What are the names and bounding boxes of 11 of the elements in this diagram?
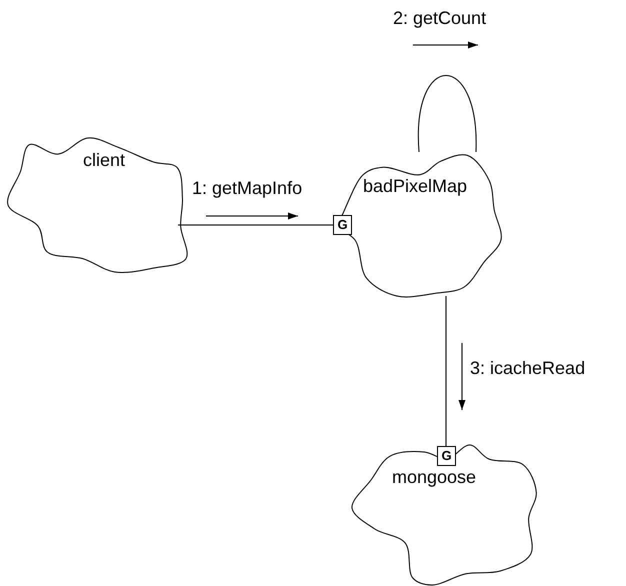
message-label: 2: getCount [393, 8, 486, 29]
connector [418, 75, 476, 152]
adornment-marker: G [437, 446, 456, 466]
object-cloud [8, 138, 186, 272]
connector [178, 224, 334, 226]
object-name: badPixelMap [363, 176, 468, 197]
message-label: 3: icacheRead [470, 358, 586, 379]
object-name: client [83, 150, 126, 171]
adornment-marker: G [333, 215, 352, 235]
object-name: mongoose [392, 467, 476, 488]
message-label: 1: getMapInfo [192, 178, 302, 199]
